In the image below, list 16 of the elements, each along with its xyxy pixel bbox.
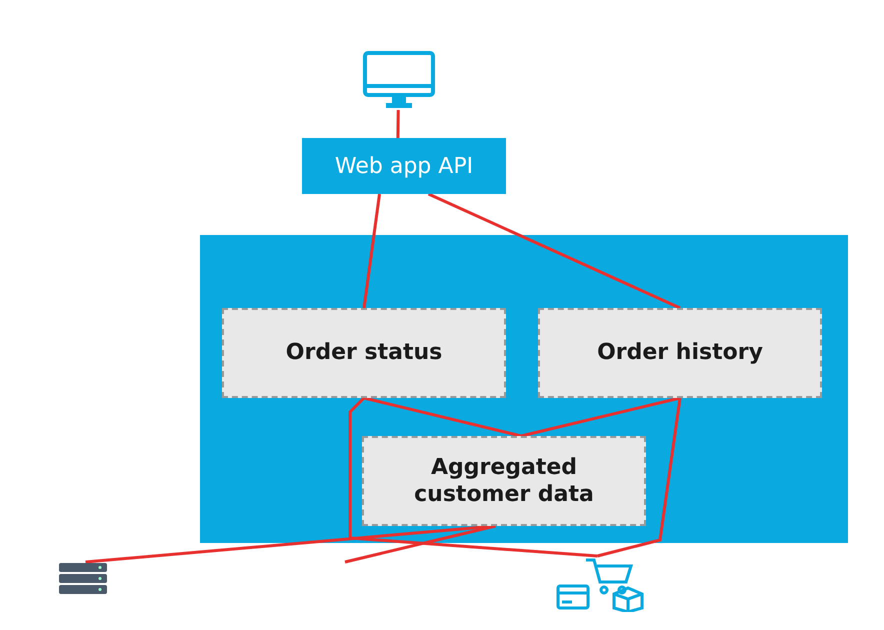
connector-line (344, 524, 496, 564)
connector-line (428, 192, 681, 310)
connector-line (597, 398, 682, 558)
service-panel (200, 235, 848, 543)
cart-card-parcel-icon (556, 556, 646, 612)
service-box: Order status (222, 308, 506, 398)
connector-line (362, 194, 381, 308)
server-icon (58, 562, 108, 596)
monitor-icon (362, 50, 436, 110)
connector-line (520, 396, 680, 438)
connector-line (364, 396, 522, 438)
connector-line (396, 110, 400, 138)
api-box: Web app API (302, 138, 506, 194)
connector-line (348, 396, 598, 558)
data-store-box: Aggregated customer data (362, 436, 646, 526)
service-box: Order history (538, 308, 822, 398)
